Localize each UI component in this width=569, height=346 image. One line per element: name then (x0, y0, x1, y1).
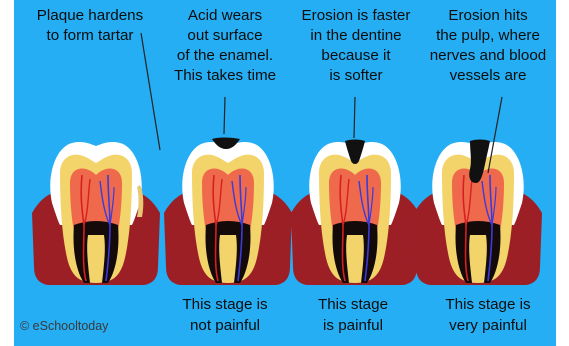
tooth-stage-4 (414, 140, 542, 286)
tooth-stage-3 (291, 140, 419, 286)
pointer-line-3 (354, 97, 355, 138)
caption-stage-4: Erosion hits the pulp, where nerves and … (413, 6, 563, 86)
caption-stage-3: Erosion is faster in the dentine because… (281, 6, 431, 86)
tooth-stage-1 (32, 142, 160, 285)
caption-stage-2: Acid wears out surface of the enamel. Th… (150, 6, 300, 86)
caption-stage-1: Plaque hardens to form tartar (15, 6, 165, 46)
copyright-credit: © eSchooltoday (20, 319, 108, 333)
pointer-line-2 (224, 97, 225, 134)
pain-label-stage-4: This stage is very painful (413, 294, 563, 336)
tooth-stage-2 (164, 138, 292, 286)
pain-label-stage-3: This stage is painful (278, 294, 428, 336)
